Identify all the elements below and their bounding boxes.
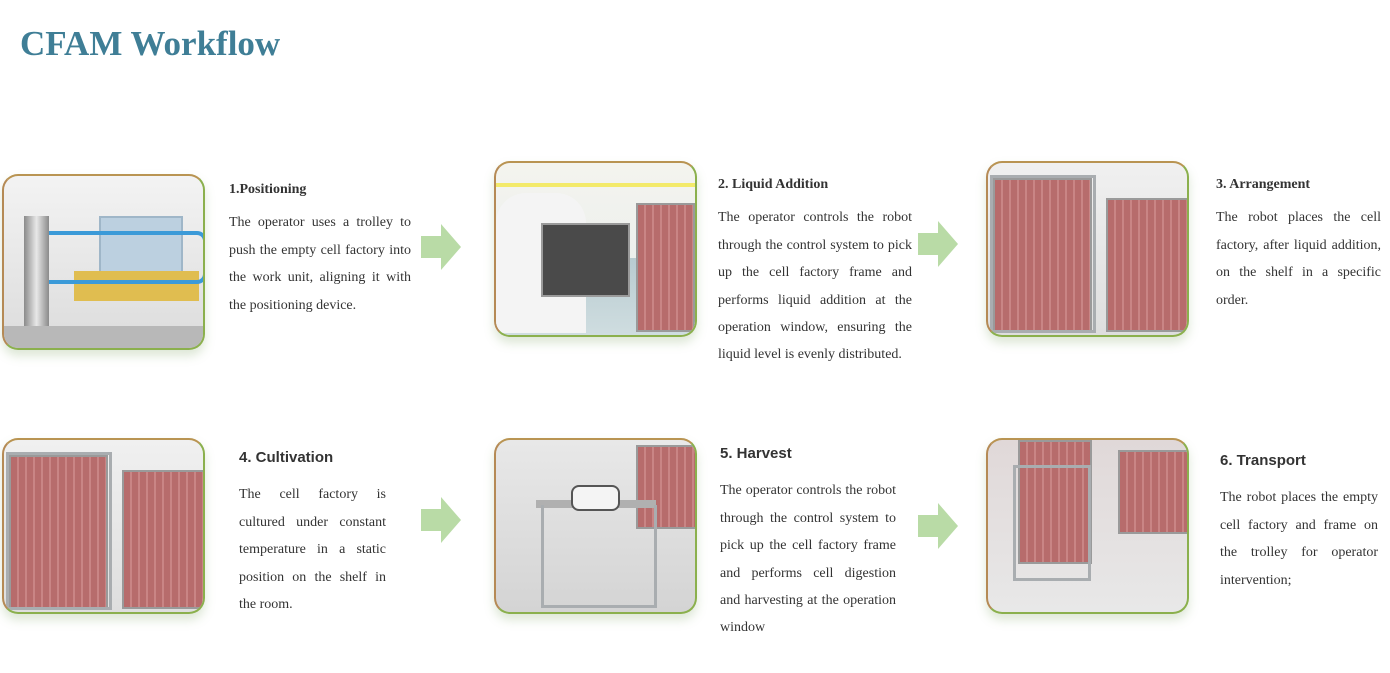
step-5-title: 5. Harvest (720, 445, 792, 462)
step-1-text: 1.Positioning The operator uses a trolle… (229, 176, 411, 319)
step-3-image (986, 161, 1189, 337)
step-5-image (494, 438, 697, 614)
arrow-right-icon (918, 503, 958, 549)
step-6-description: The robot places the empty cell factory … (1220, 490, 1378, 588)
step-5-text: 5. Harvest The operator controls the rob… (720, 440, 896, 642)
step-6-text: 6. Transport The robot places the empty … (1220, 447, 1378, 594)
step-2-title: 2. Liquid Addition (718, 177, 829, 192)
step-4-description: The cell factory is cultured under const… (239, 487, 386, 613)
page-title: CFAM Workflow (20, 24, 281, 63)
step-3-title: 3. Arrangement (1216, 177, 1311, 192)
arrow-right-icon (918, 221, 958, 267)
arrow-right-icon (421, 224, 461, 270)
step-3-text: 3. Arrangement The robot places the cell… (1216, 171, 1381, 314)
step-2-image (494, 161, 697, 337)
step-6-title: 6. Transport (1220, 452, 1306, 469)
step-1-description: The operator uses a trolley to push the … (229, 215, 411, 313)
arrow-right-icon (421, 497, 461, 543)
step-5-description: The operator controls the robot through … (720, 483, 896, 636)
step-4-text: 4. Cultivation The cell factory is cultu… (239, 444, 386, 618)
step-1-title: 1.Positioning (229, 182, 307, 197)
step-4-image (2, 438, 205, 614)
step-2-description: The operator controls the robot through … (718, 210, 912, 363)
step-2-text: 2. Liquid Addition The operator controls… (718, 171, 912, 369)
step-1-image (2, 174, 205, 350)
step-4-title: 4. Cultivation (239, 449, 334, 466)
step-3-description: The robot places the cell factory, after… (1216, 210, 1381, 308)
step-6-image (986, 438, 1189, 614)
